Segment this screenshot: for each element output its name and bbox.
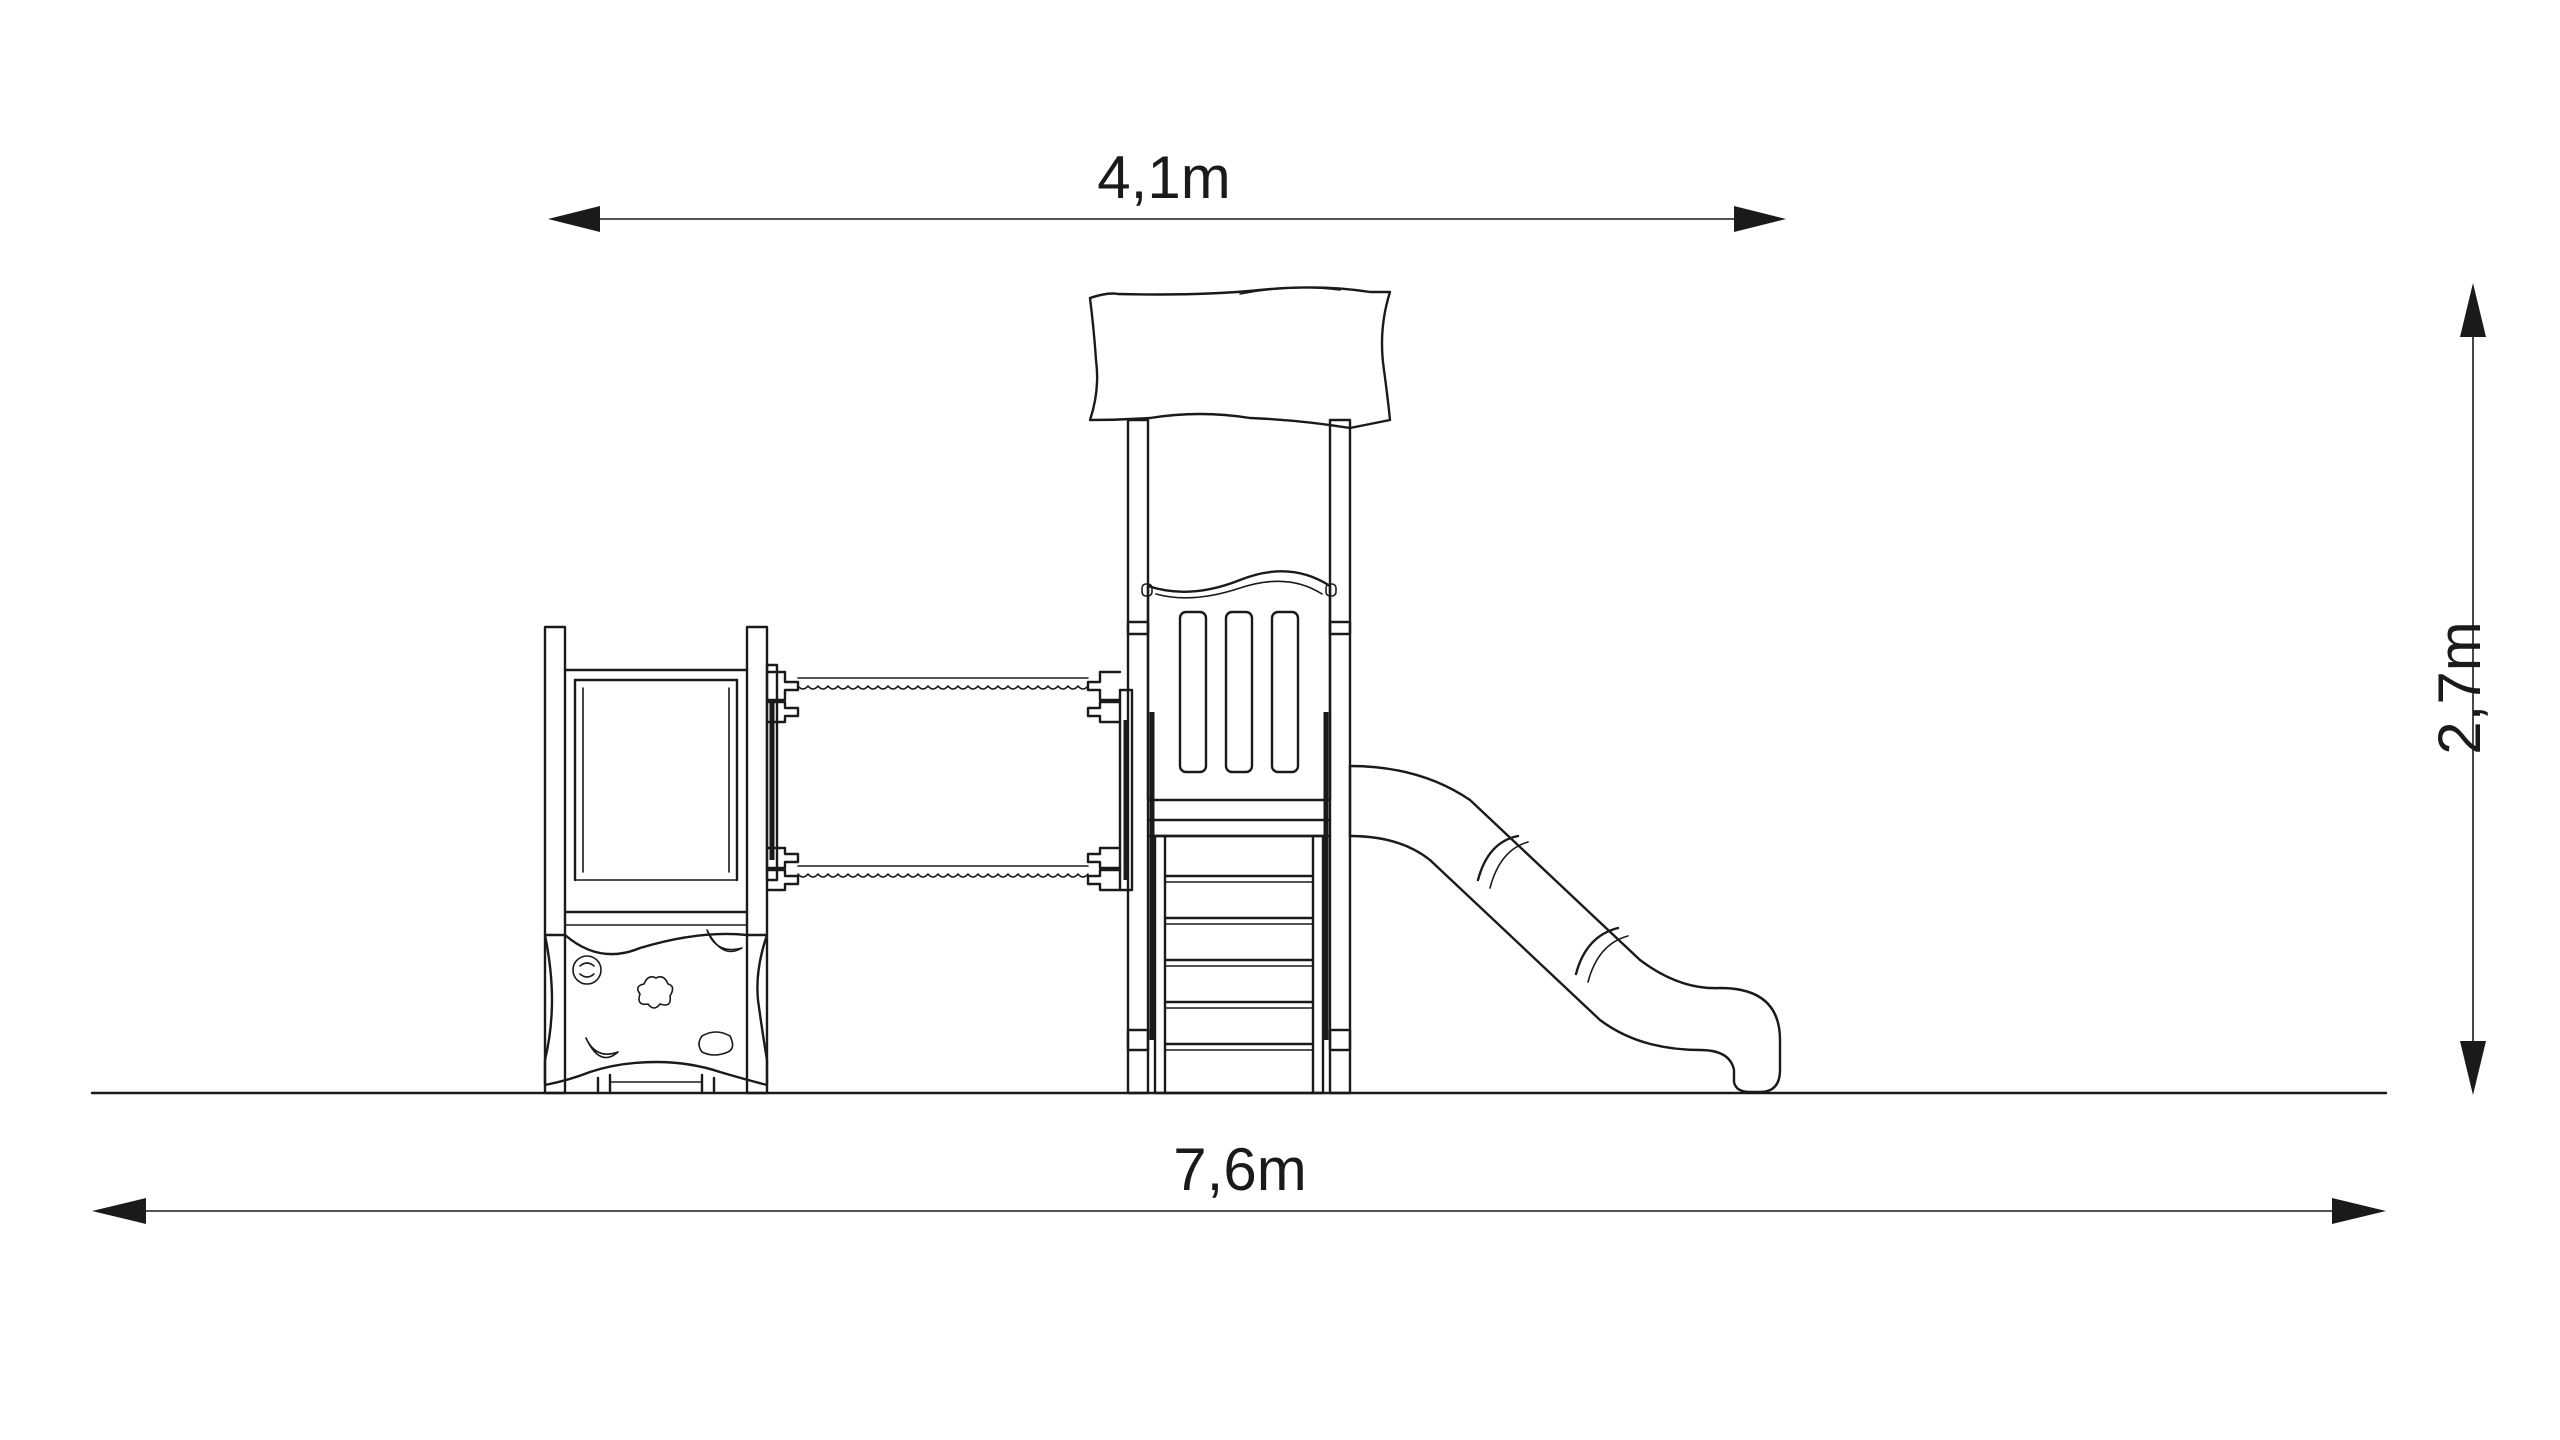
arrowhead-right	[1734, 206, 1786, 232]
roof-panel	[1088, 286, 1392, 430]
tube-slide	[1348, 764, 1782, 1094]
dimension-height: 2,7m	[2426, 283, 2493, 1095]
window-slot	[1178, 610, 1208, 774]
slide-top-edge	[1348, 764, 1782, 1094]
dimension-total-width: 7,6m	[92, 1136, 2386, 1224]
cutout-moon	[706, 929, 743, 953]
slide-ring	[1476, 834, 1520, 882]
total-width-label: 7,6m	[1173, 1136, 1306, 1203]
window-slot	[1270, 610, 1300, 774]
cutout-crescent	[585, 1037, 619, 1059]
ladder	[1153, 834, 1325, 1095]
chain-bridge	[765, 663, 1134, 892]
arrowhead-right	[2332, 1198, 2386, 1224]
cutout-circle	[572, 955, 602, 985]
main-post-right	[1328, 418, 1352, 1095]
height-label: 2,7m	[2426, 621, 2493, 754]
cutout-star	[636, 976, 674, 1009]
back-panel	[1146, 570, 1332, 802]
window-slot	[1224, 610, 1254, 774]
left-decor-panel	[543, 932, 769, 1087]
arrowhead-top	[2460, 283, 2486, 337]
top-width-label: 4,1m	[1097, 144, 1230, 211]
left-post-inner	[745, 625, 769, 1095]
cutout-bean	[698, 1031, 734, 1056]
arrowhead-left	[548, 206, 600, 232]
arrowhead-bottom	[2460, 1041, 2486, 1095]
dimension-top-width: 4,1m	[548, 144, 1786, 232]
upper-chain-links	[797, 685, 1089, 690]
lower-chain-links	[797, 873, 1089, 878]
slide-bottom-edge	[1348, 834, 1752, 1094]
arrowhead-left	[92, 1198, 146, 1224]
slide-ring	[1574, 926, 1620, 976]
main-tower	[1088, 286, 1392, 1095]
left-tower	[543, 625, 769, 1095]
left-post-outer	[543, 625, 567, 1095]
